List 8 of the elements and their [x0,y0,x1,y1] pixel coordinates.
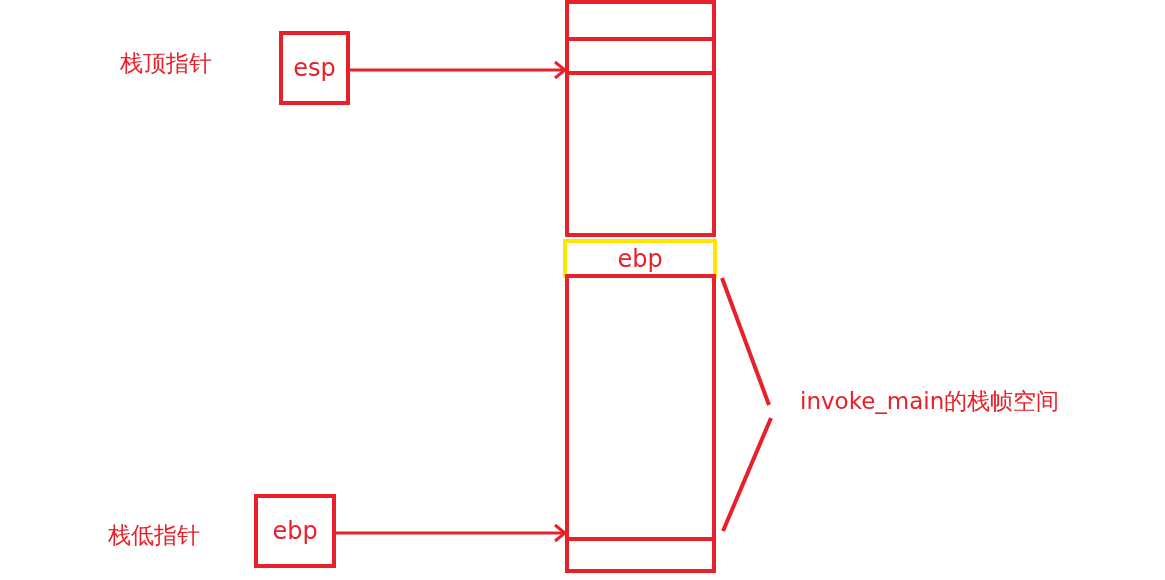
register-box: ebp [254,494,336,568]
stack-cell: ebp [563,239,717,278]
register-box: esp [279,31,350,105]
bracket-label: invoke_main的栈帧空间 [800,387,1060,416]
pointer-label: 栈低指针 [108,521,200,550]
arrow [336,523,567,543]
arrow [350,60,567,80]
pointer-label: 栈顶指针 [120,49,212,78]
